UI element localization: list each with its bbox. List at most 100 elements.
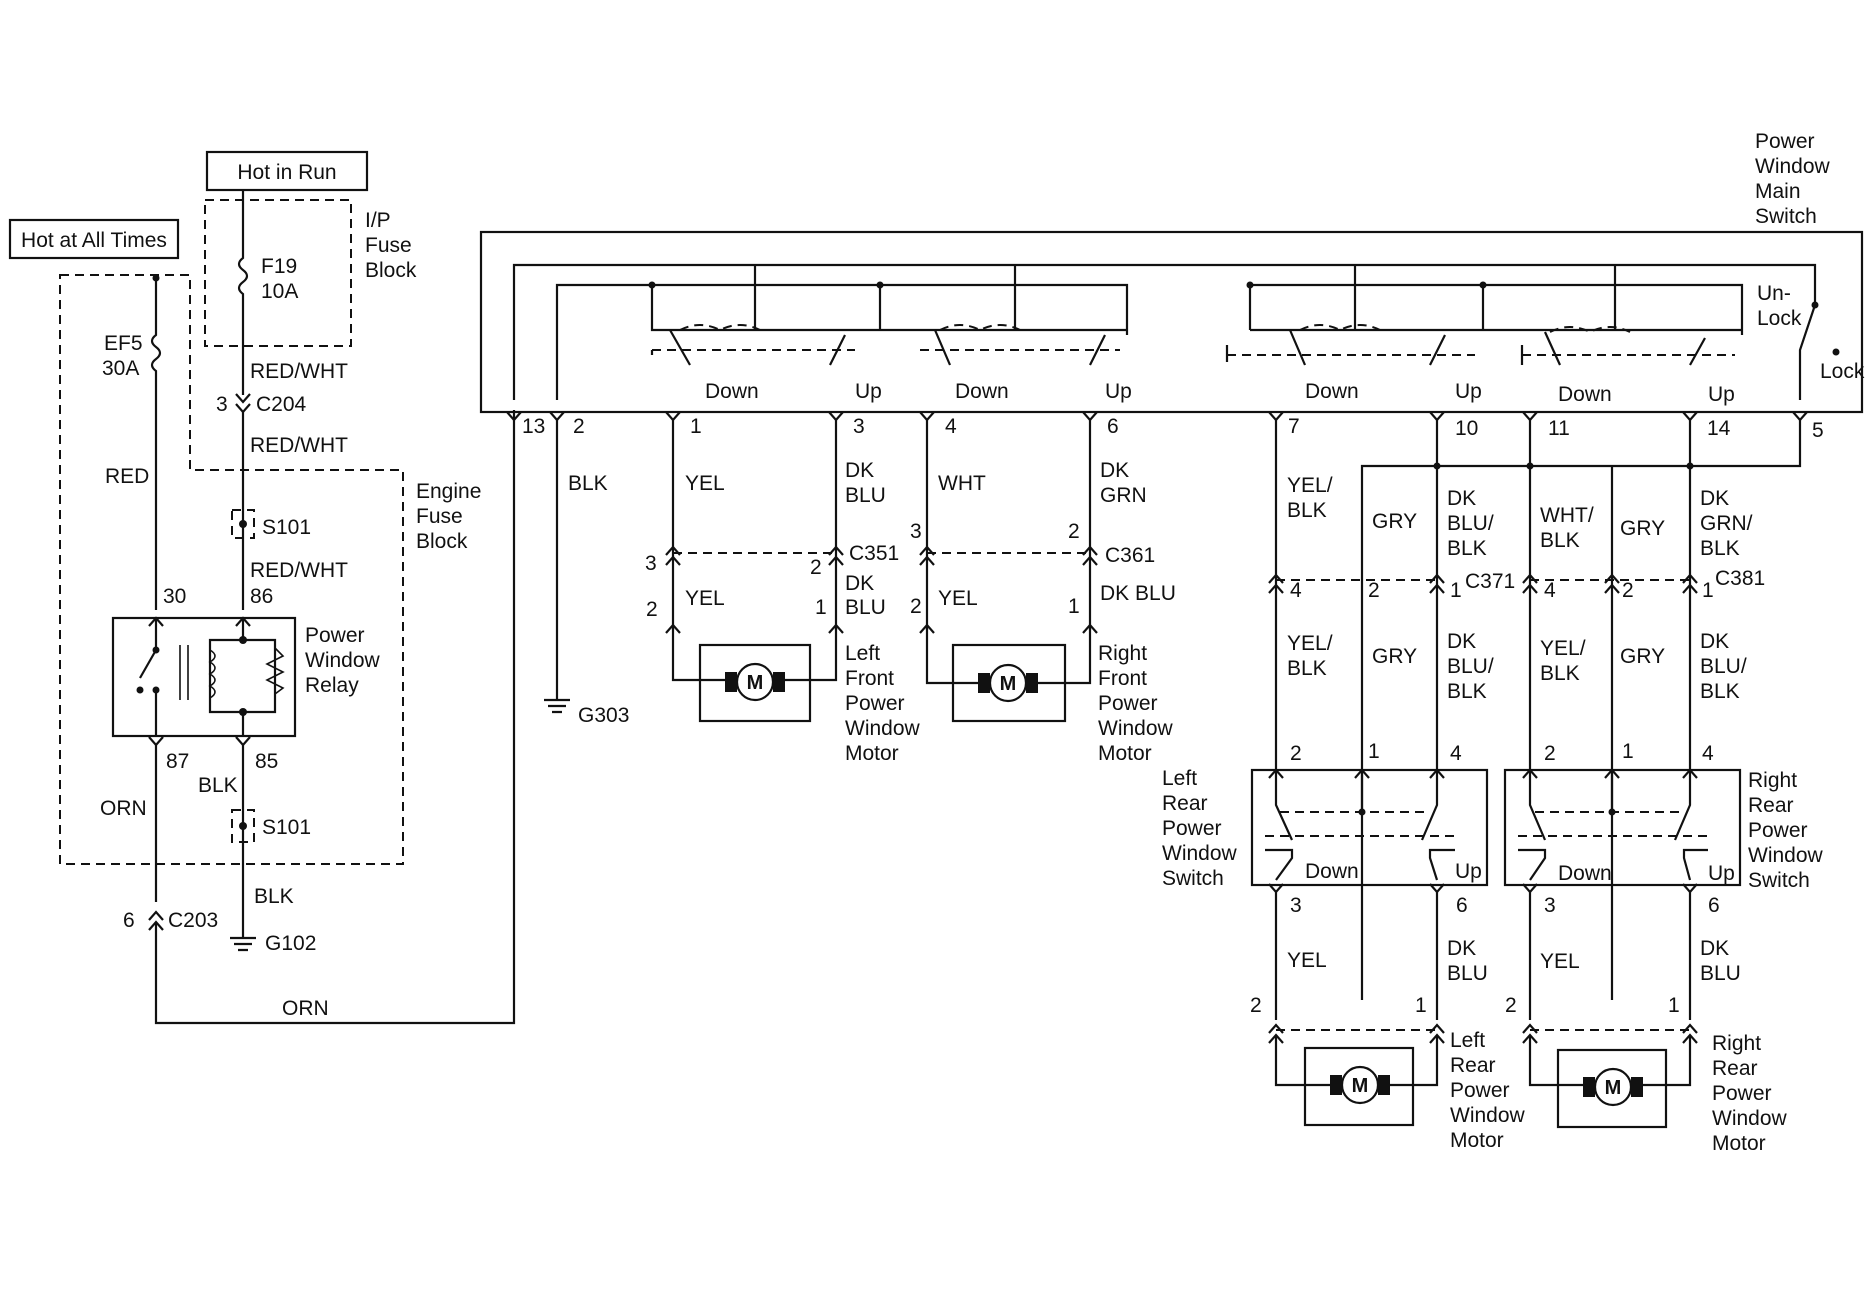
main-pin-5: 5 (1812, 419, 1824, 442)
lr-switch-up-label: Up (1455, 860, 1482, 883)
c381-pin-2: 2 (1622, 579, 1634, 602)
lf-motor-label-4: Window (845, 717, 921, 740)
lf-pin-1: 1 (815, 596, 827, 619)
relay-label-1: Power (305, 624, 365, 647)
rr-up-label: Up (1708, 383, 1735, 406)
rf-motor-housing (951, 643, 1067, 723)
blk-wire-label-2: BLK (254, 885, 294, 908)
lr-motor-label-3: Power (1450, 1079, 1510, 1102)
c351-pin-3: 3 (645, 552, 657, 575)
rr-gry-label-2: GRY (1620, 645, 1665, 668)
main-switch-box (479, 230, 1864, 414)
rf-motor-label-4: Window (1098, 717, 1174, 740)
rr-motor-label-4: Window (1712, 1107, 1788, 1130)
rf-down-label: Down (955, 380, 1009, 403)
lr-blk-label-3: BLK (1287, 657, 1327, 680)
power-window-relay-box (111, 616, 297, 738)
right-rear-circuit: WHT/ BLK GRY DK GRN/ BLK 4 2 1 C381 YEL/… (1503, 420, 1824, 1155)
main-switch-label-1: Power (1755, 130, 1815, 153)
lr-motor-label-5: Motor (1450, 1129, 1504, 1152)
rr-motor-label-1: Right (1712, 1032, 1761, 1055)
lr-motor-symbol: M (1352, 1075, 1369, 1097)
c381-label: C381 (1715, 567, 1765, 590)
lr-switch-pin-1: 1 (1368, 740, 1380, 763)
rf-grn-label: GRN (1100, 484, 1147, 507)
ip-fuse-block-label-1: I/P (365, 209, 391, 232)
rf-yel-label: YEL (938, 587, 978, 610)
engine-fuse-block-label-1: Engine (416, 480, 481, 503)
rr-blu-slash-label: BLU/ (1700, 655, 1747, 678)
g102-label: G102 (265, 932, 316, 955)
lf-motor-label-3: Power (845, 692, 905, 715)
lr-switch-label-5: Switch (1162, 867, 1224, 890)
relay-pin-30: 30 (163, 585, 186, 608)
rr-switch-down-label: Down (1558, 862, 1612, 885)
rr-motor-dk-label: DK (1700, 937, 1729, 960)
red-wht-wire-label-2: RED/WHT (250, 434, 348, 457)
lf-motor-label-2: Front (845, 667, 894, 690)
ip-fuse-block-outline (204, 199, 352, 347)
lr-blu-slash-label: BLU/ (1447, 512, 1494, 535)
f19-fuse-name: F19 (261, 255, 297, 278)
lr-switch-label-2: Rear (1162, 792, 1208, 815)
rr-blk-label: BLK (1540, 529, 1580, 552)
rr-switch-pin-6: 6 (1708, 894, 1720, 917)
c381-pin-4: 4 (1544, 579, 1556, 602)
rr-switch-pin-1: 1 (1622, 740, 1634, 763)
main-switch-section: Power Window Main Switch Un- Lock Lock D… (479, 130, 1865, 1000)
hot-in-run-box (205, 150, 369, 192)
rr-motor-label-3: Power (1712, 1082, 1772, 1105)
rr-gry-label: GRY (1620, 517, 1665, 540)
rr-switch-label-3: Power (1748, 819, 1808, 842)
lock-feed-wire (1360, 420, 1802, 1000)
lf-dk-label-2: DK (845, 572, 874, 595)
red-wht-wire-label-3: RED/WHT (250, 559, 348, 582)
rr-dk-label-2: DK (1700, 630, 1729, 653)
rr-switch-pin-4: 4 (1702, 742, 1714, 765)
g303-ground-symbol (544, 698, 570, 714)
rf-motor-label-3: Power (1098, 692, 1158, 715)
lr-switch-pin-4: 4 (1450, 742, 1462, 765)
lr-blk-label: BLK (1287, 499, 1327, 522)
red-wire-label: RED (105, 465, 149, 488)
rr-switch-pin-3: 3 (1544, 894, 1556, 917)
engine-fuse-block-outline (59, 274, 404, 865)
rr-blk-label-2: BLK (1700, 537, 1740, 560)
lr-blk-label-2: BLK (1447, 537, 1487, 560)
engine-fuse-block-label-3: Block (416, 530, 468, 553)
rr-switch-pin-2: 2 (1544, 742, 1556, 765)
rr-switch-label-4: Window (1748, 844, 1824, 867)
lr-motor-pin-2: 2 (1250, 994, 1262, 1017)
c361-label: C361 (1105, 544, 1155, 567)
lr-switch-box (1250, 768, 1489, 887)
ef5-fuse-rating: 30A (102, 357, 139, 380)
lr-motor-blu-label: BLU (1447, 962, 1488, 985)
rf-pin-1: 1 (1068, 595, 1080, 618)
rr-down-label: Down (1558, 383, 1612, 406)
lf-pin-2: 2 (646, 598, 658, 621)
c381-pin-1: 1 (1702, 579, 1714, 602)
lr-blu-slash-label-2: BLU/ (1447, 655, 1494, 678)
hot-in-run-label: Hot in Run (237, 161, 336, 184)
feed-bus (512, 263, 1817, 400)
c371-pin-2: 2 (1368, 579, 1380, 602)
c351-pin-2: 2 (810, 556, 822, 579)
lf-up-label: Up (855, 380, 882, 403)
main-pin-10: 10 (1455, 417, 1478, 440)
lf-yel-label: YEL (685, 472, 725, 495)
lf-motor-label-1: Left (845, 642, 880, 665)
lr-motor-pin-1: 1 (1415, 994, 1427, 1017)
right-front-motor-circuit: WHT DK GRN 3 2 C361 YEL DK BLU 2 1 M Rig… (910, 420, 1176, 765)
rr-motor-label-5: Motor (1712, 1132, 1766, 1155)
rr-switch-box (1503, 768, 1742, 887)
lr-motor-label-2: Rear (1450, 1054, 1496, 1077)
lr-gry-label-2: GRY (1372, 645, 1417, 668)
hot-at-all-times-box (8, 218, 180, 260)
rr-switch-label-2: Rear (1748, 794, 1794, 817)
ip-fuse-block-label-3: Block (365, 259, 417, 282)
main-switch-label-3: Main (1755, 180, 1801, 203)
rr-motor-pin-1: 1 (1668, 994, 1680, 1017)
lr-switch-pin-2: 2 (1290, 742, 1302, 765)
lr-switch-label-1: Left (1162, 767, 1197, 790)
